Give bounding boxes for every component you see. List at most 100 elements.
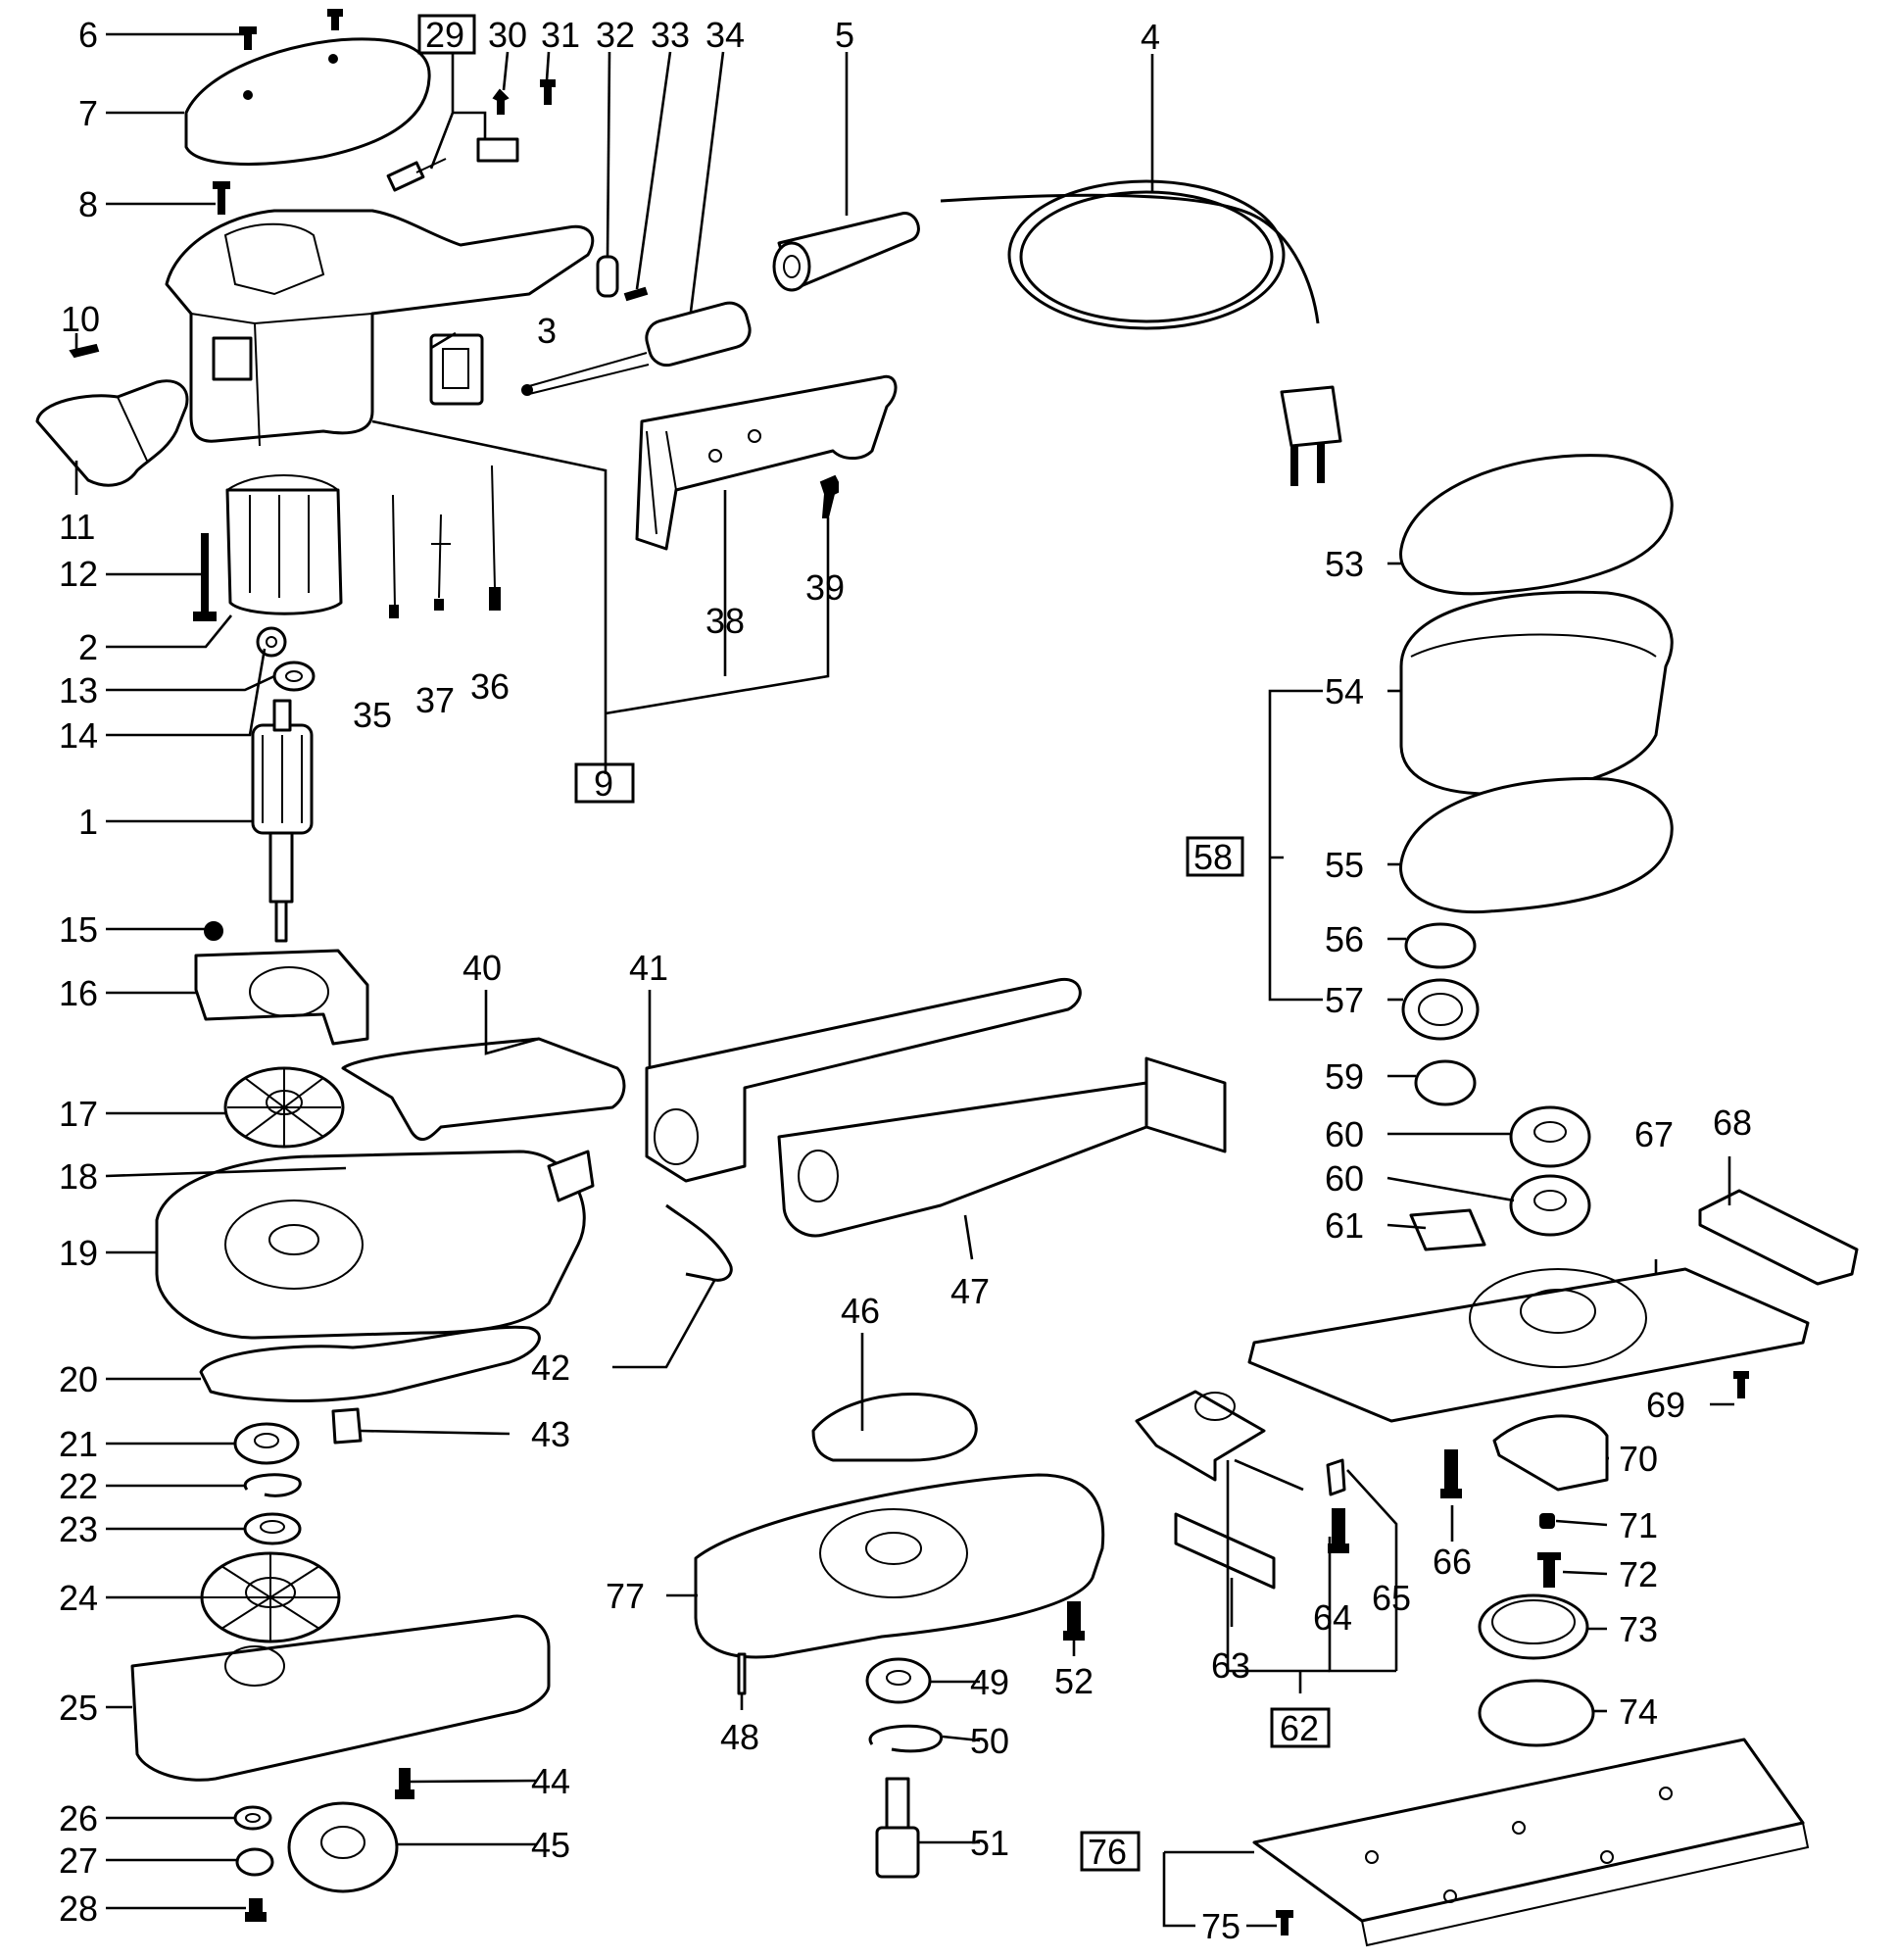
part-5-cable-sleeve [777,212,920,291]
part-drawings [35,9,1859,1947]
label-61: 61 [1325,1205,1364,1246]
label-30: 30 [488,15,527,55]
label-77: 77 [606,1576,645,1616]
part-62-assembly [1135,1390,1266,1482]
part-47-dust-bag [777,1081,1148,1238]
label-5: 5 [835,15,854,55]
label-37: 37 [415,680,455,720]
label-8: 8 [78,184,98,224]
label-76: 76 [1088,1832,1127,1872]
part-41-dust-tube [645,977,1082,1183]
label-24: 24 [59,1578,98,1618]
label-51: 51 [970,1823,1009,1863]
label-68: 68 [1713,1102,1752,1143]
part-67-base-plate [1247,1267,1810,1423]
part-9-housing [165,209,595,443]
label-36: 36 [470,666,510,707]
label-15: 15 [59,909,98,950]
label-38: 38 [705,601,745,641]
label-10: 10 [61,299,100,339]
part-19-gear-housing [155,1150,586,1340]
label-21: 21 [59,1424,98,1464]
part-38-handle [635,374,898,551]
leader-lines [74,32,1734,1928]
label-40: 40 [462,948,502,988]
label-69: 69 [1646,1385,1685,1425]
label-20: 20 [59,1359,98,1399]
label-62: 62 [1280,1708,1319,1748]
label-13: 13 [59,670,98,710]
part-20-gasket [199,1325,541,1402]
label-29: 29 [425,15,464,55]
label-6: 6 [78,15,98,55]
label-43: 43 [531,1414,570,1454]
label-72: 72 [1619,1554,1658,1594]
label-2: 2 [78,627,98,667]
label-60a: 60 [1325,1114,1364,1154]
part-77-lower-housing [694,1473,1105,1659]
label-75: 75 [1201,1906,1240,1946]
label-25: 25 [59,1688,98,1728]
label-27: 27 [59,1840,98,1881]
label-63: 63 [1211,1645,1250,1686]
label-46: 46 [841,1291,880,1331]
label-71: 71 [1619,1505,1658,1545]
label-26: 26 [59,1798,98,1838]
label-32: 32 [596,15,635,55]
label-74: 74 [1619,1691,1658,1732]
label-47: 47 [950,1271,990,1311]
label-44: 44 [531,1761,570,1801]
label-65: 65 [1372,1578,1411,1618]
label-23: 23 [59,1509,98,1549]
part-40-cover-plate [341,1037,626,1142]
label-35: 35 [353,695,392,735]
label-12: 12 [59,554,98,594]
label-16: 16 [59,973,98,1013]
label-50: 50 [970,1721,1009,1761]
label-66: 66 [1433,1542,1472,1582]
label-64: 64 [1313,1597,1352,1638]
label-7: 7 [78,93,98,133]
label-28: 28 [59,1888,98,1929]
label-70: 70 [1619,1439,1658,1479]
label-39: 39 [805,567,845,608]
part-76-sanding-pad [1252,1738,1805,1923]
part-45-gear [287,1801,399,1893]
label-42: 42 [531,1348,570,1388]
label-45: 45 [531,1825,570,1865]
part-25-base-housing [130,1614,551,1782]
label-48: 48 [720,1717,759,1757]
label-58: 58 [1193,837,1233,877]
part-55-frame [1399,776,1674,914]
label-49: 49 [970,1662,1009,1702]
label-11: 11 [59,507,95,547]
label-34: 34 [705,15,745,55]
label-4: 4 [1141,17,1160,57]
label-73: 73 [1619,1609,1658,1649]
label-59: 59 [1325,1056,1364,1097]
label-22: 22 [59,1466,98,1506]
part-11-handle [35,379,189,487]
label-52: 52 [1054,1661,1094,1701]
part-4-power-cord [940,179,1342,486]
label-33: 33 [651,15,690,55]
label-3: 3 [537,311,557,351]
label-53: 53 [1325,544,1364,584]
label-55: 55 [1325,845,1364,885]
label-56: 56 [1325,919,1364,959]
part-54-skirt [1399,590,1674,796]
label-41: 41 [629,948,668,988]
label-54: 54 [1325,671,1364,711]
label-57: 57 [1325,980,1364,1020]
label-18: 18 [59,1156,98,1197]
label-67: 67 [1634,1114,1674,1154]
label-60b: 60 [1325,1158,1364,1199]
label-19: 19 [59,1233,98,1273]
label-1: 1 [78,802,98,842]
label-9: 9 [594,763,613,804]
part-16-fan-housing [194,949,369,1046]
label-17: 17 [59,1094,98,1134]
label-14: 14 [59,715,98,756]
label-31: 31 [541,15,580,55]
